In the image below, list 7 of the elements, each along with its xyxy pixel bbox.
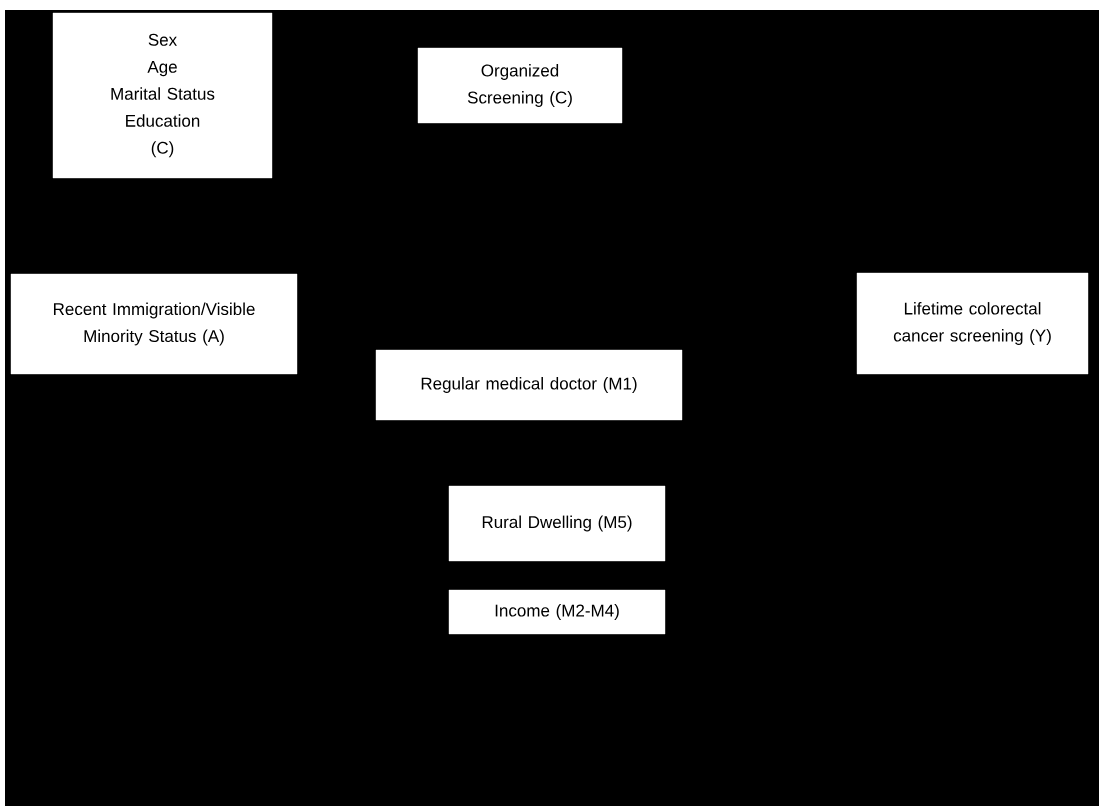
variable-box: Rural Dwelling (M5) — [448, 485, 666, 562]
variable-box: Organized Screening (C) — [417, 47, 623, 124]
variable-box: Recent Immigration/Visible Minority Status (A) — [10, 273, 298, 375]
variable-box: Income (M2-M4) — [448, 589, 666, 635]
variable-box: Regular medical doctor (M1) — [375, 349, 683, 421]
variable-box: Lifetime colorectal cancer screening (Y) — [856, 272, 1089, 375]
variable-box: Sex Age Marital Status Education (C) — [52, 12, 273, 179]
